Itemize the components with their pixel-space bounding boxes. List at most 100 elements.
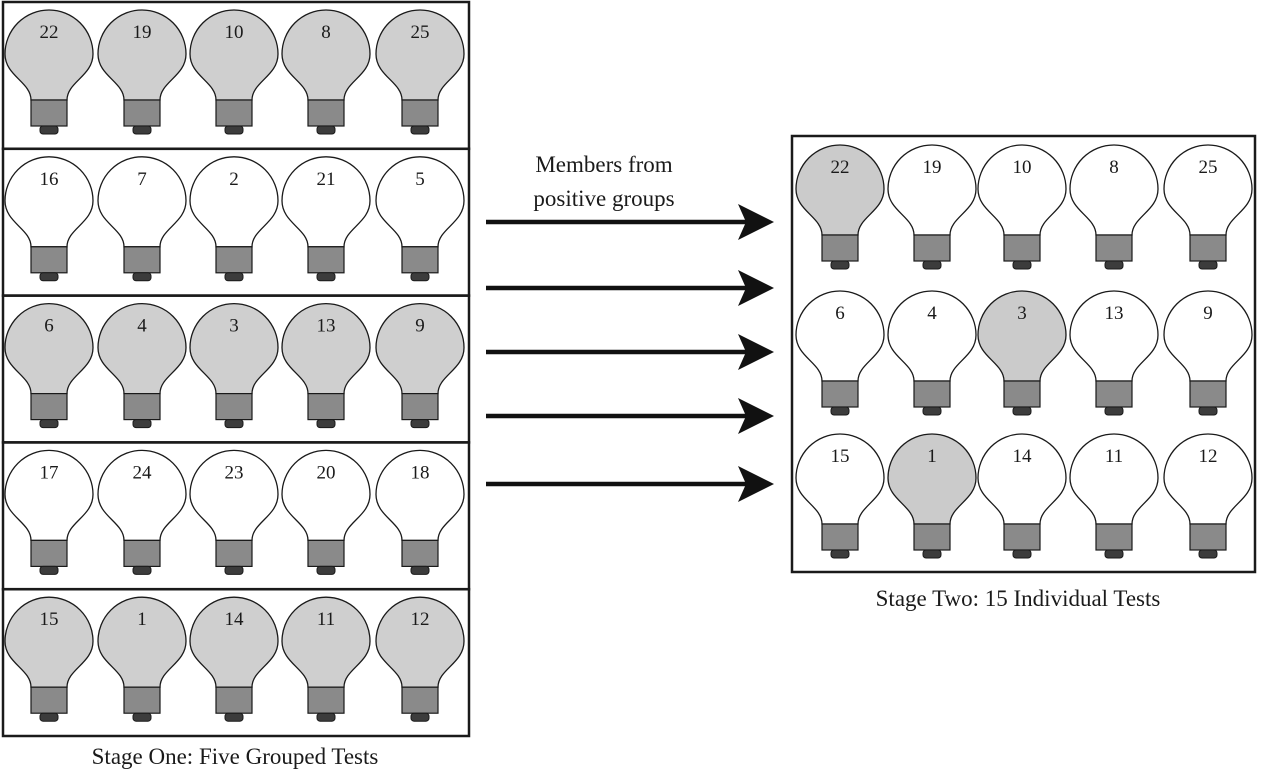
arrow-head xyxy=(738,204,774,240)
bulb-cap xyxy=(922,549,942,559)
bulb: 15 xyxy=(4,596,94,722)
bulb-number: 3 xyxy=(1017,303,1027,324)
bulb-cap xyxy=(410,272,430,282)
bulb-glass xyxy=(97,302,187,395)
bulb-cap xyxy=(1104,549,1124,559)
bulb: 4 xyxy=(97,302,187,429)
bulb-base xyxy=(30,99,68,127)
bulb-number: 7 xyxy=(137,169,147,190)
bulb-glass xyxy=(281,449,371,542)
bulb-glass xyxy=(4,596,94,688)
right-arrow-icon xyxy=(486,270,774,306)
bulb: 2 xyxy=(189,156,279,282)
bulb-base xyxy=(1189,234,1227,262)
bulb-base xyxy=(30,393,68,421)
bulb: 19 xyxy=(887,144,977,270)
bulb-glass xyxy=(795,290,885,382)
bulb-number: 23 xyxy=(225,462,244,483)
bulb: 25 xyxy=(1163,144,1253,270)
bulb-number: 8 xyxy=(321,22,331,43)
bulb: 5 xyxy=(375,156,465,282)
right-arrow-icon xyxy=(486,334,774,370)
bulb-number: 9 xyxy=(415,316,425,337)
bulb-cap xyxy=(39,419,59,429)
bulb-base xyxy=(401,246,439,274)
bulb: 14 xyxy=(189,596,279,722)
bulb: 9 xyxy=(1163,290,1253,416)
arrows xyxy=(486,204,774,502)
bulb-number: 14 xyxy=(225,609,245,630)
bulb: 11 xyxy=(1069,433,1159,559)
bulb-number: 25 xyxy=(411,22,430,43)
bulb-cap xyxy=(830,406,850,416)
bulb-number: 3 xyxy=(229,316,239,337)
bulb-number: 1 xyxy=(927,446,937,467)
bulb-base xyxy=(821,380,859,408)
bulb: 1 xyxy=(97,596,187,722)
bulb-number: 20 xyxy=(317,462,336,483)
bulb: 15 xyxy=(795,433,885,559)
bulb: 7 xyxy=(97,156,187,282)
bulb-cap xyxy=(224,565,244,575)
bulb-cap xyxy=(316,125,336,135)
bulb-glass xyxy=(4,9,94,101)
bulb-cap xyxy=(410,565,430,575)
bulb-glass xyxy=(1069,433,1159,525)
bulb-glass xyxy=(375,449,465,542)
bulb-cap xyxy=(1198,260,1218,270)
bulb-cap xyxy=(410,125,430,135)
bulb-glass xyxy=(281,156,371,248)
bulb-cap xyxy=(224,419,244,429)
bulb-base xyxy=(821,523,859,551)
bulb-base xyxy=(913,523,951,551)
bulb: 17 xyxy=(4,449,94,575)
bulb: 16 xyxy=(4,156,94,282)
bulb-glass xyxy=(189,302,279,395)
bulb-number: 12 xyxy=(1199,446,1218,467)
right-arrow-icon xyxy=(486,398,774,434)
bulb-base xyxy=(215,99,253,127)
bulb: 22 xyxy=(795,144,885,270)
bulb: 14 xyxy=(977,433,1067,559)
bulb-base xyxy=(307,99,345,127)
bulb-cap xyxy=(1104,260,1124,270)
bulb-base xyxy=(123,686,161,714)
bulb-cap xyxy=(224,712,244,722)
bulb-glass xyxy=(375,9,465,101)
bulb-glass xyxy=(281,596,371,688)
bulb-base xyxy=(215,539,253,568)
bulb-cap xyxy=(316,419,336,429)
bulb-base xyxy=(215,246,253,274)
bulb-number: 22 xyxy=(831,157,850,178)
bulb-number: 1 xyxy=(137,609,147,630)
bulb: 9 xyxy=(375,302,465,429)
bulb-glass xyxy=(97,156,187,248)
bulb: 22 xyxy=(4,9,94,135)
bulb: 3 xyxy=(977,290,1067,416)
bulb-cap xyxy=(132,272,152,282)
bulb-cap xyxy=(922,260,942,270)
bulb-base xyxy=(1095,234,1133,262)
bulb-base xyxy=(401,99,439,127)
bulb-base xyxy=(1095,523,1133,551)
bulb-cap xyxy=(132,565,152,575)
bulb-number: 14 xyxy=(1013,446,1033,467)
bulb-number: 5 xyxy=(415,169,425,190)
stage-two-caption: Stage Two: 15 Individual Tests xyxy=(876,586,1161,611)
stage-one-caption: Stage One: Five Grouped Tests xyxy=(92,744,379,769)
bulb: 3 xyxy=(189,302,279,429)
bulb-number: 13 xyxy=(317,316,336,337)
bulb-base xyxy=(30,539,68,568)
bulb: 23 xyxy=(189,449,279,575)
bulb-base xyxy=(913,380,951,408)
bulb-base xyxy=(1189,380,1227,408)
bulb-base xyxy=(1003,523,1041,551)
bulb-number: 16 xyxy=(40,169,59,190)
right-arrow-icon xyxy=(486,466,774,502)
bulb-glass xyxy=(4,449,94,542)
bulb-cap xyxy=(410,419,430,429)
bulb-glass xyxy=(1163,433,1253,525)
